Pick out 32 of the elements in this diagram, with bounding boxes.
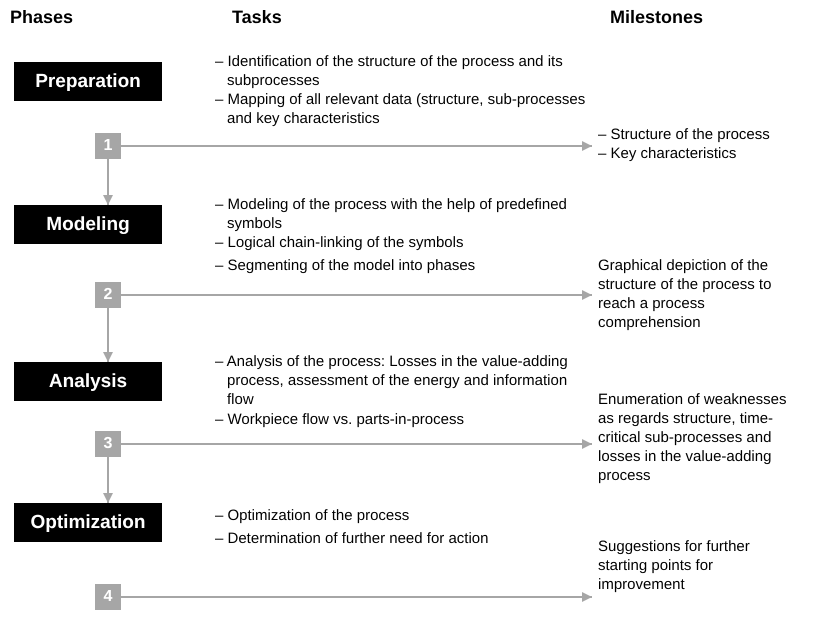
arrow bbox=[103, 159, 113, 205]
arrow bbox=[121, 141, 592, 151]
arrow bbox=[121, 290, 592, 300]
step-number: 2 bbox=[95, 282, 121, 308]
step-number: 3 bbox=[95, 431, 121, 457]
arrow bbox=[121, 439, 592, 449]
step-number: 1 bbox=[95, 133, 121, 159]
column-header: Tasks bbox=[232, 8, 283, 27]
phase-box: Preparation bbox=[14, 62, 162, 101]
milestone-text: Graphical depiction of the structure of the process to reach a process comprehension bbox=[598, 256, 772, 332]
arrow bbox=[103, 457, 113, 503]
milestone-text: – Structure of the process bbox=[598, 125, 771, 144]
column-header: Phases bbox=[10, 8, 74, 27]
task-item: – Analysis of the process: Losses in the value-adding process, assessment of the energy and information flow bbox=[215, 352, 569, 409]
task-item: – Determination of further need for action bbox=[215, 529, 490, 548]
task-item: – Identification of the structure of the process and its subprocesses bbox=[215, 52, 564, 90]
phase-box: Modeling bbox=[14, 205, 162, 244]
task-item: – Workpiece flow vs. parts-in-process bbox=[215, 410, 465, 429]
arrow bbox=[103, 308, 113, 362]
task-item: – Modeling of the process with the help of predefined symbols bbox=[215, 195, 568, 233]
phase-box: Optimization bbox=[14, 503, 162, 542]
step-number: 4 bbox=[95, 584, 121, 610]
task-item: – Logical chain-linking of the symbols bbox=[215, 233, 464, 252]
task-item: – Optimization of the process bbox=[215, 506, 410, 525]
milestone-text: Enumeration of weaknesses as regards structure, time-critical sub-processes and losses in the value-adding process bbox=[598, 390, 788, 484]
task-item: – Segmenting of the model into phases bbox=[215, 256, 476, 275]
milestone-text: Suggestions for further starting points for improvement bbox=[598, 536, 751, 594]
phase-box: Analysis bbox=[14, 362, 162, 401]
column-header: Milestones bbox=[610, 8, 704, 27]
milestone-text: – Key characteristics bbox=[598, 144, 738, 163]
arrow bbox=[121, 592, 592, 602]
task-item: – Mapping of all relevant data (structure, sub-processes and key characteristics bbox=[215, 90, 586, 128]
